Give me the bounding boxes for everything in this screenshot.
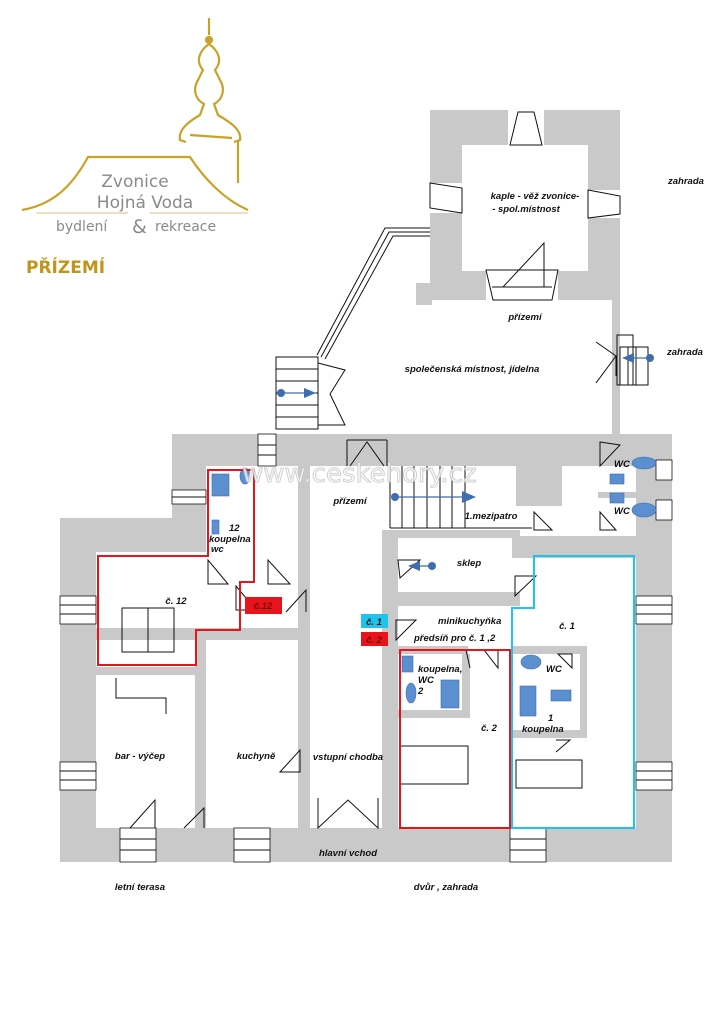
exterior-stairs-right <box>595 334 654 386</box>
toilet-icon <box>405 682 417 704</box>
room-12-label: č. 12 <box>165 596 187 607</box>
sink-icon <box>211 519 220 535</box>
logo-line-2: Hojná Voda <box>97 193 193 213</box>
church-tower-logo-icon <box>21 18 249 212</box>
room-1-wc-label: WC <box>546 664 562 675</box>
tower-label-1: kaple - věž zvonice- <box>491 191 580 202</box>
sink-icon <box>609 473 625 485</box>
unit-12-tag <box>245 597 282 614</box>
unit-1-tag-label: č. 1 <box>366 617 382 628</box>
dining-room-label: společenská místnost, jídelna <box>405 364 540 375</box>
room-2-label: č. 2 <box>481 723 498 734</box>
shower-icon <box>211 473 230 497</box>
tower <box>416 110 621 434</box>
room-12-bath-number: 12 <box>229 523 240 534</box>
room-1-bath-number: 1 <box>548 713 553 724</box>
toilet-icon <box>239 467 251 485</box>
room-1-bath-label: koupelna <box>522 724 564 735</box>
corridor-label: vstupní chodba <box>313 752 383 763</box>
floor-title: PŘÍZEMÍ <box>26 256 105 278</box>
ground-floor-label-stairs: přízemí <box>332 496 368 507</box>
sink-icon <box>609 492 625 504</box>
shower-icon <box>440 679 460 709</box>
exterior-stairs-left <box>275 356 346 430</box>
bar-label: bar - výčep <box>115 751 165 762</box>
wc-label-a: WC <box>614 459 630 470</box>
garden-label-top: zahrada <box>667 176 704 187</box>
central-stairs <box>389 466 532 529</box>
room-labels: kaple - věž zvonice- - spol.místnost zah… <box>115 176 704 893</box>
toilet-icon <box>520 654 542 670</box>
unit-2-outline <box>399 649 511 829</box>
logo-ampersand: & <box>132 216 147 238</box>
terrace-label: letní terasa <box>115 882 165 893</box>
unit-12-outline <box>97 469 255 666</box>
sink-icon <box>550 689 572 702</box>
room-12-bath-label: koupelna <box>209 534 251 545</box>
hallway-1-2-label: předsíň pro č. 1 ,2 <box>413 633 496 644</box>
toilet-icon <box>631 502 657 518</box>
wc-label-b: WC <box>614 506 630 517</box>
ground-floor-label-top: přízemí <box>507 312 543 323</box>
cellar-label: sklep <box>457 558 481 569</box>
main-entrance-label: hlavní vchod <box>319 848 377 859</box>
unit-2-tag <box>361 632 388 646</box>
room-2-bath-label: koupelna, <box>418 664 462 675</box>
walls <box>60 434 672 862</box>
watermark: www.ceskehory.cz <box>242 459 477 489</box>
ramp <box>316 227 430 360</box>
toilet-icon <box>631 456 657 470</box>
shower-icon <box>519 685 537 717</box>
unit-2-tag-label: č. 2 <box>366 635 383 646</box>
yard-label: dvůr , zahrada <box>414 882 478 893</box>
room-12-wc-label: wc <box>211 544 224 555</box>
doors <box>129 439 622 830</box>
logo-line-1: Zvonice <box>101 172 168 192</box>
logo-line-3b: rekreace <box>155 219 216 235</box>
sink-icon <box>401 655 414 673</box>
mezzanine-label: 1.mezipatro <box>465 511 518 522</box>
kitchenette-label: minikuchyňka <box>438 616 501 627</box>
garden-label-mid: zahrada <box>666 347 703 358</box>
bathroom-fixtures <box>211 456 657 717</box>
unit-12-tag-label: č.12 <box>254 601 273 612</box>
logo: Zvonice Hojná Voda bydlení & rekreace <box>21 18 249 238</box>
room-1-label: č. 1 <box>559 621 575 632</box>
room-2-bath-number: 2 <box>417 686 424 697</box>
furniture <box>115 607 583 789</box>
logo-line-3a: bydlení <box>56 219 108 235</box>
unit-1-tag <box>361 614 388 628</box>
kitchen-label: kuchyně <box>237 751 276 762</box>
cellar-stairs <box>408 561 436 571</box>
tower-label-2: - spol.místnost <box>492 204 560 215</box>
room-2-wc-label: WC <box>418 675 434 686</box>
unit-1-outline <box>511 555 635 829</box>
